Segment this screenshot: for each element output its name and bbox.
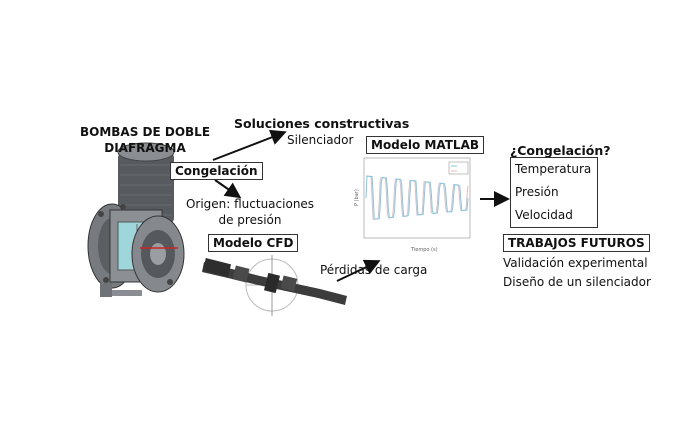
modelo-matlab-box: Modelo MATLAB	[366, 136, 485, 154]
congelacion-factors-list: Temperatura Presión Velocidad	[510, 157, 598, 228]
plot-xlabel: Tiempo (s)	[410, 247, 438, 253]
arrow-to-perdidas	[336, 259, 381, 282]
congelacion-box: Congelación	[170, 162, 263, 180]
futuro-item-silenciador: Diseño de un silenciador	[503, 275, 651, 289]
pump-title-line1: BOMBAS DE DOBLE	[79, 125, 211, 139]
modelo-cfd-box: Modelo CFD	[208, 234, 299, 252]
plot-trace	[365, 175, 469, 220]
factor-presion: Presión	[515, 185, 559, 199]
arrow-to-soluciones	[212, 129, 287, 161]
factor-temperatura: Temperatura	[515, 162, 592, 176]
soluciones-title: Soluciones constructivas	[234, 116, 410, 131]
arrow-to-origen	[214, 179, 242, 199]
futuro-item-validacion: Validación experimental	[503, 256, 648, 270]
pump-title-line2: DIAFRAGMA	[104, 141, 186, 155]
congelacion-question-title: ¿Congelación?	[510, 143, 611, 158]
factor-velocidad: Velocidad	[515, 208, 573, 222]
trabajos-futuros-box: TRABAJOS FUTUROS	[503, 234, 650, 252]
origen-line1: Origen: fluctuaciones	[185, 197, 315, 211]
pump-title: BOMBAS DE DOBLE DIAFRAGMA	[70, 124, 220, 156]
plot-ylabel: P (bar)	[354, 189, 360, 206]
origen-text: Origen: fluctuaciones de presión	[185, 196, 315, 228]
origen-line2: de presión	[218, 213, 282, 227]
plot-legend	[448, 161, 469, 175]
soluciones-item: Silenciador	[287, 133, 354, 147]
perdidas-text: Pérdidas de carga	[320, 263, 428, 277]
